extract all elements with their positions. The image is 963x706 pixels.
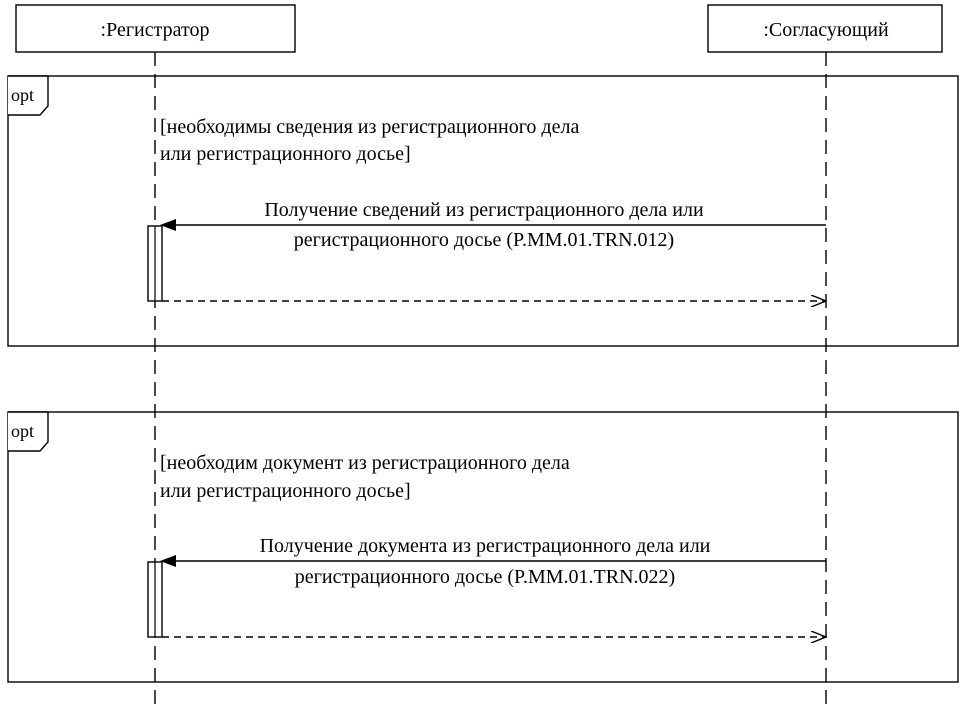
message-1-label-line1: Получение сведений из регистрационного д… [264, 199, 704, 221]
message-2-label-line2: регистрационного досье (P.MM.01.TRN.022) [295, 566, 675, 588]
opt-fragment-1: opt [необходимы сведения из регистрацион… [7, 75, 959, 347]
participant-registrar: :Регистратор [15, 4, 296, 53]
opt-fragment-1-operator: opt [11, 85, 34, 105]
participant-approver-label: :Согласующий [763, 19, 889, 41]
opt-fragment-2: opt [необходим документ из регистрационн… [7, 411, 959, 683]
opt-fragment-1-guard-line2: или регистрационного досье] [160, 143, 411, 165]
opt-fragment-2-operator: opt [11, 421, 34, 441]
message-2-label-line1: Получение документа из регистрационного … [260, 535, 711, 557]
opt-fragment-1-guard-line1: [необходимы сведения из регистрационного… [160, 116, 579, 138]
opt-fragment-2-guard-line1: [необходим документ из регистрационного … [160, 452, 570, 474]
participant-approver: :Согласующий [707, 4, 943, 53]
opt-fragment-1-tab [8, 75, 49, 116]
opt-fragment-2-tab [8, 411, 49, 452]
opt-fragment-2-guard-line2: или регистрационного досье] [160, 480, 411, 502]
participant-registrar-label: :Регистратор [101, 19, 210, 41]
message-1-label-line2: регистрационного досье (P.MM.01.TRN.012) [294, 229, 674, 251]
